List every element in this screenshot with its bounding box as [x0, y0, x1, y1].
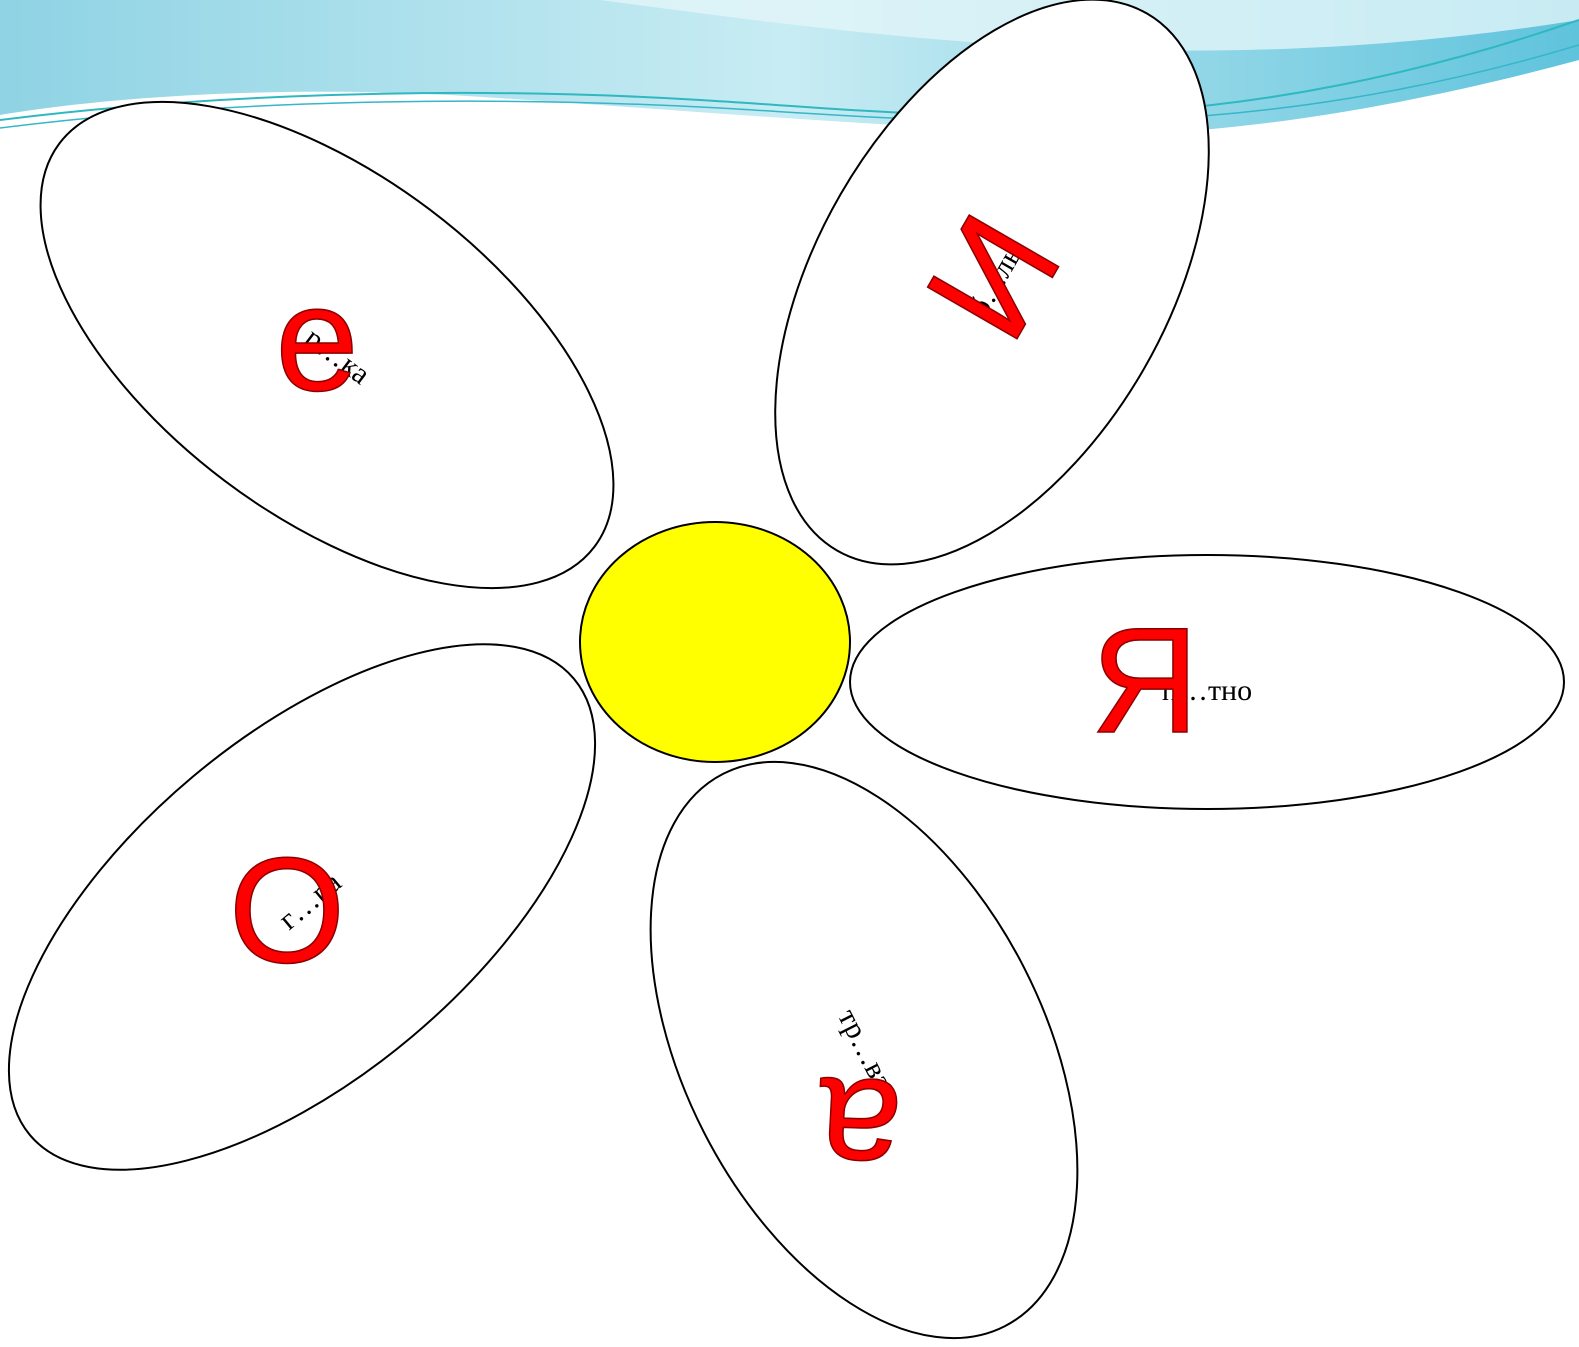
petal-letter: Я	[1091, 596, 1199, 764]
petal-right[interactable]: п…тно Я	[850, 555, 1564, 809]
petal-letter: О	[229, 826, 346, 994]
petal-letter: е	[275, 254, 358, 422]
petal-letter: а	[813, 1046, 906, 1218]
flower-center	[580, 522, 850, 762]
